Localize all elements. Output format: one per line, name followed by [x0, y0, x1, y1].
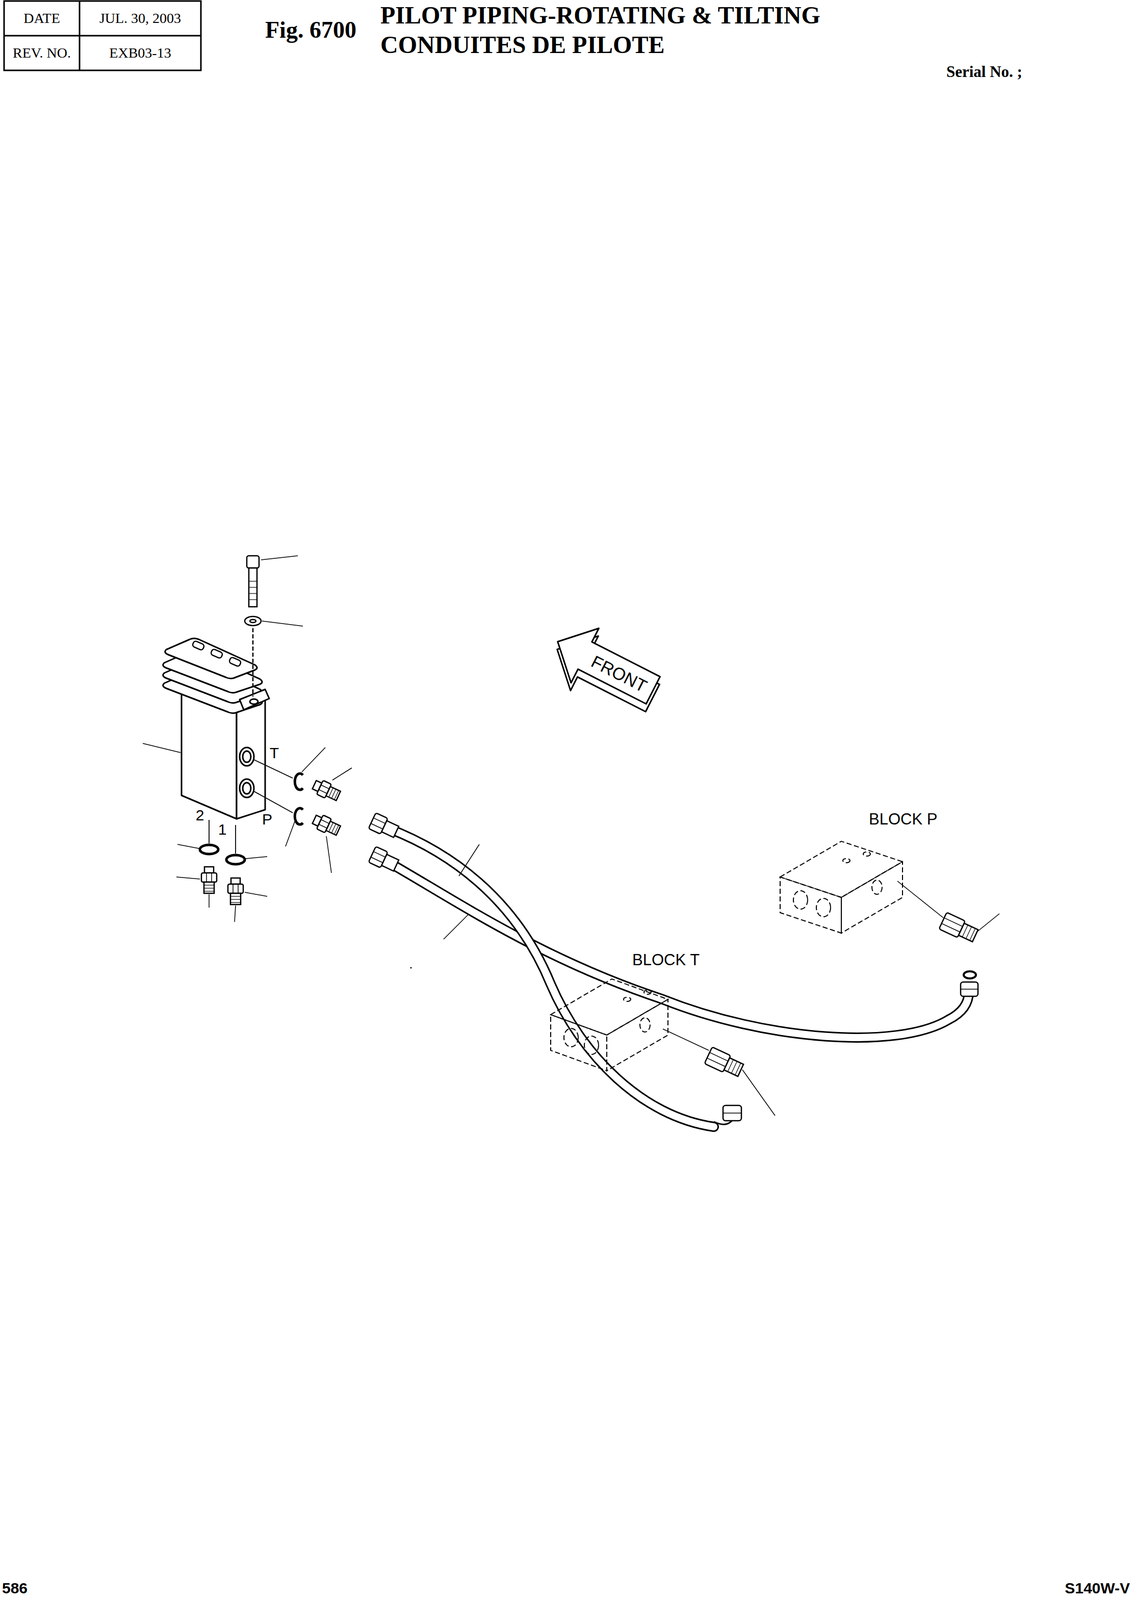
model-number: S140W-V [1064, 1579, 1130, 1597]
figure-number: Fig. 6700 [265, 17, 357, 44]
table-cell: JUL. 30, 2003 [99, 10, 182, 27]
port-name: 1 [218, 820, 227, 838]
block-label: BLOCK T [632, 951, 700, 969]
block-label: BLOCK P [868, 810, 938, 829]
page-number: 586 [2, 1579, 28, 1597]
port-name: T [269, 744, 279, 762]
table-cell: EXB03-13 [109, 45, 171, 62]
port-name: P [262, 810, 273, 828]
table-cell: DATE [23, 10, 61, 27]
figure-subtitle: CONDUITES DE PILOTE [380, 31, 665, 59]
table-cell: REV. NO. [12, 45, 71, 62]
serial-note: Serial No. ; [946, 63, 1023, 81]
figure-title: PILOT PIPING-ROTATING & TILTING [380, 2, 821, 30]
port-name: 2 [195, 806, 205, 824]
